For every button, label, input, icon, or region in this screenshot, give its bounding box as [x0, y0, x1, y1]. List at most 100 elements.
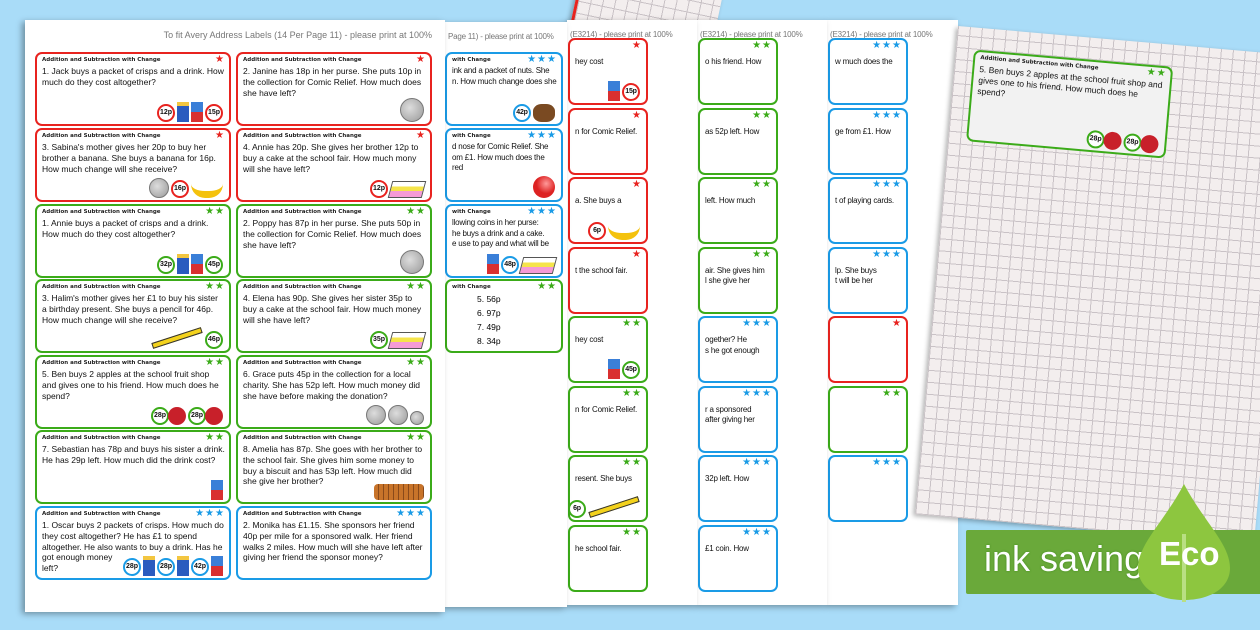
answer-item: 6. 97p: [477, 308, 501, 318]
question-text-box: n for Comic Relief.: [575, 127, 642, 171]
question-card: ★★air. She gives him l she give her: [698, 246, 778, 314]
cake-icon: [387, 181, 427, 198]
question-text-box: ogether? He s he got enough: [705, 335, 772, 379]
question-card: ★★★ogether? He s he got enough: [698, 316, 778, 383]
worksheet-page-4: (E3214) - please print at 100%★★o his fr…: [697, 20, 827, 605]
price-tag: 45p: [205, 256, 223, 274]
difficulty-stars: ★★: [622, 526, 642, 538]
answer-item: 5. 56p: [477, 294, 501, 304]
question-text: 3. Sabina's mother gives her 20p to buy …: [42, 142, 216, 174]
question-card: Addition and Subtraction with Change★★★2…: [35, 506, 231, 580]
question-text: lp. She buys t will be her: [835, 265, 877, 286]
difficulty-stars: ★★: [205, 206, 225, 217]
drink-icon: [211, 556, 223, 576]
worksheet-page-main: To fit Avery Address Labels (14 Per Page…: [25, 20, 445, 612]
question-text-box: 6. Grace puts 45p in the collection for …: [243, 369, 426, 425]
question-card: ★t the school fair.: [568, 246, 648, 314]
question-text: 4. Elena has 90p. She gives her sister 3…: [243, 293, 422, 325]
question-text: t the school fair.: [575, 265, 628, 275]
price-tag: 46p: [205, 331, 223, 349]
question-text: he school fair.: [575, 543, 622, 553]
question-text: ge from £1. How: [835, 126, 891, 136]
question-text: n for Comic Relief.: [575, 126, 637, 136]
difficulty-stars: ★: [892, 318, 902, 329]
difficulty-stars: ★★★: [527, 206, 557, 217]
price-tag: 12p: [157, 104, 175, 122]
question-text: 2. Monika has £1.15. She sponsors her fr…: [243, 520, 423, 563]
question-text: 2. Janine has 18p in her purse. She puts…: [243, 66, 422, 98]
difficulty-stars: ★★★: [742, 387, 772, 399]
price-tag: 32p: [157, 256, 175, 274]
price-tag: 6p: [588, 222, 606, 240]
picture-row: [211, 478, 223, 500]
picture-row: 16p: [149, 176, 223, 198]
question-text-box: o his friend. How: [705, 57, 772, 101]
coin-icon: [149, 178, 169, 198]
question-card: ★★o his friend. How: [698, 38, 778, 105]
difficulty-stars: ★★: [622, 318, 642, 329]
price-tag: 15p: [622, 83, 640, 101]
price-tag: 42p: [513, 104, 531, 122]
question-card: Addition and Subtraction with Change ★ 16p…: [35, 128, 231, 202]
question-text-box: he school fair.: [575, 544, 642, 588]
page-header: (E3214) - please print at 100%: [700, 30, 803, 39]
coin-icon: [366, 405, 386, 425]
drink-icon: [608, 359, 620, 379]
question-text: 1. Jack buys a packet of crisps and a dr…: [42, 66, 224, 87]
question-text: 4. Annie has 20p. She gives her brother …: [243, 142, 419, 174]
question-text: 5. Ben buys 2 apples at the school fruit…: [42, 369, 219, 401]
difficulty-stars: ★: [416, 130, 426, 141]
question-text: 5. Ben buys 2 apples at the school fruit…: [977, 64, 1163, 99]
card-header: Addition and Subtraction with Change: [42, 360, 161, 366]
coin-icon: [400, 250, 424, 274]
question-text-box: 2. Janine has 18p in her purse. She puts…: [243, 66, 426, 122]
answer-item: 8. 34p: [477, 336, 501, 346]
apple-icon: [168, 407, 186, 425]
card-header: Addition and Subtraction with Change: [243, 57, 362, 63]
biscuits-icon: [374, 484, 424, 500]
page-header: Page 11) - please print at 100%: [448, 32, 554, 41]
crisps-icon: [177, 556, 189, 576]
question-text: 2. Poppy has 87p in her purse. She puts …: [243, 218, 422, 250]
card-header: Addition and Subtraction with Change: [243, 133, 362, 139]
difficulty-stars: ★★: [406, 206, 426, 217]
question-card: ★n for Comic Relief.: [568, 107, 648, 175]
picture-row: 12p: [370, 176, 427, 198]
question-card: ★★★32p left. How: [698, 455, 778, 522]
question-card: Addition and Subtraction with Change★★46…: [35, 279, 231, 353]
picture-row: [533, 176, 555, 198]
question-card: Addition and Subtraction with Change★2. …: [236, 52, 432, 126]
picture-row: [374, 478, 424, 500]
question-card: Addition and Subtraction with Change★★2.…: [236, 204, 432, 278]
apple-icon: [205, 407, 223, 425]
question-text: ogether? He s he got enough: [705, 335, 760, 355]
question-card: ★★★lp. She buys t will be her: [828, 246, 908, 314]
question-card: with Change★★★d nose for Comic Relief. S…: [445, 128, 563, 202]
difficulty-stars: ★★★: [872, 40, 902, 51]
price-tag: 28p: [157, 558, 175, 576]
crisps-icon: [177, 254, 189, 274]
card-header: Addition and Subtraction with Change: [42, 133, 161, 139]
question-card: ★★★r a sponsored after giving her: [698, 385, 778, 453]
price-tag: 28p: [188, 407, 206, 425]
question-card: Addition and Subtraction with Change★★28…: [35, 355, 231, 429]
crisps-icon: [177, 102, 189, 122]
cake-icon: [518, 257, 558, 274]
picture-row: 48p: [487, 252, 558, 274]
difficulty-stars: ★: [215, 130, 225, 141]
question-card: ★★★t of playing cards.: [828, 177, 908, 244]
question-text: left. How much: [705, 196, 756, 205]
coin-icon: [410, 411, 424, 425]
card-header: Addition and Subtraction with Change: [42, 435, 161, 441]
